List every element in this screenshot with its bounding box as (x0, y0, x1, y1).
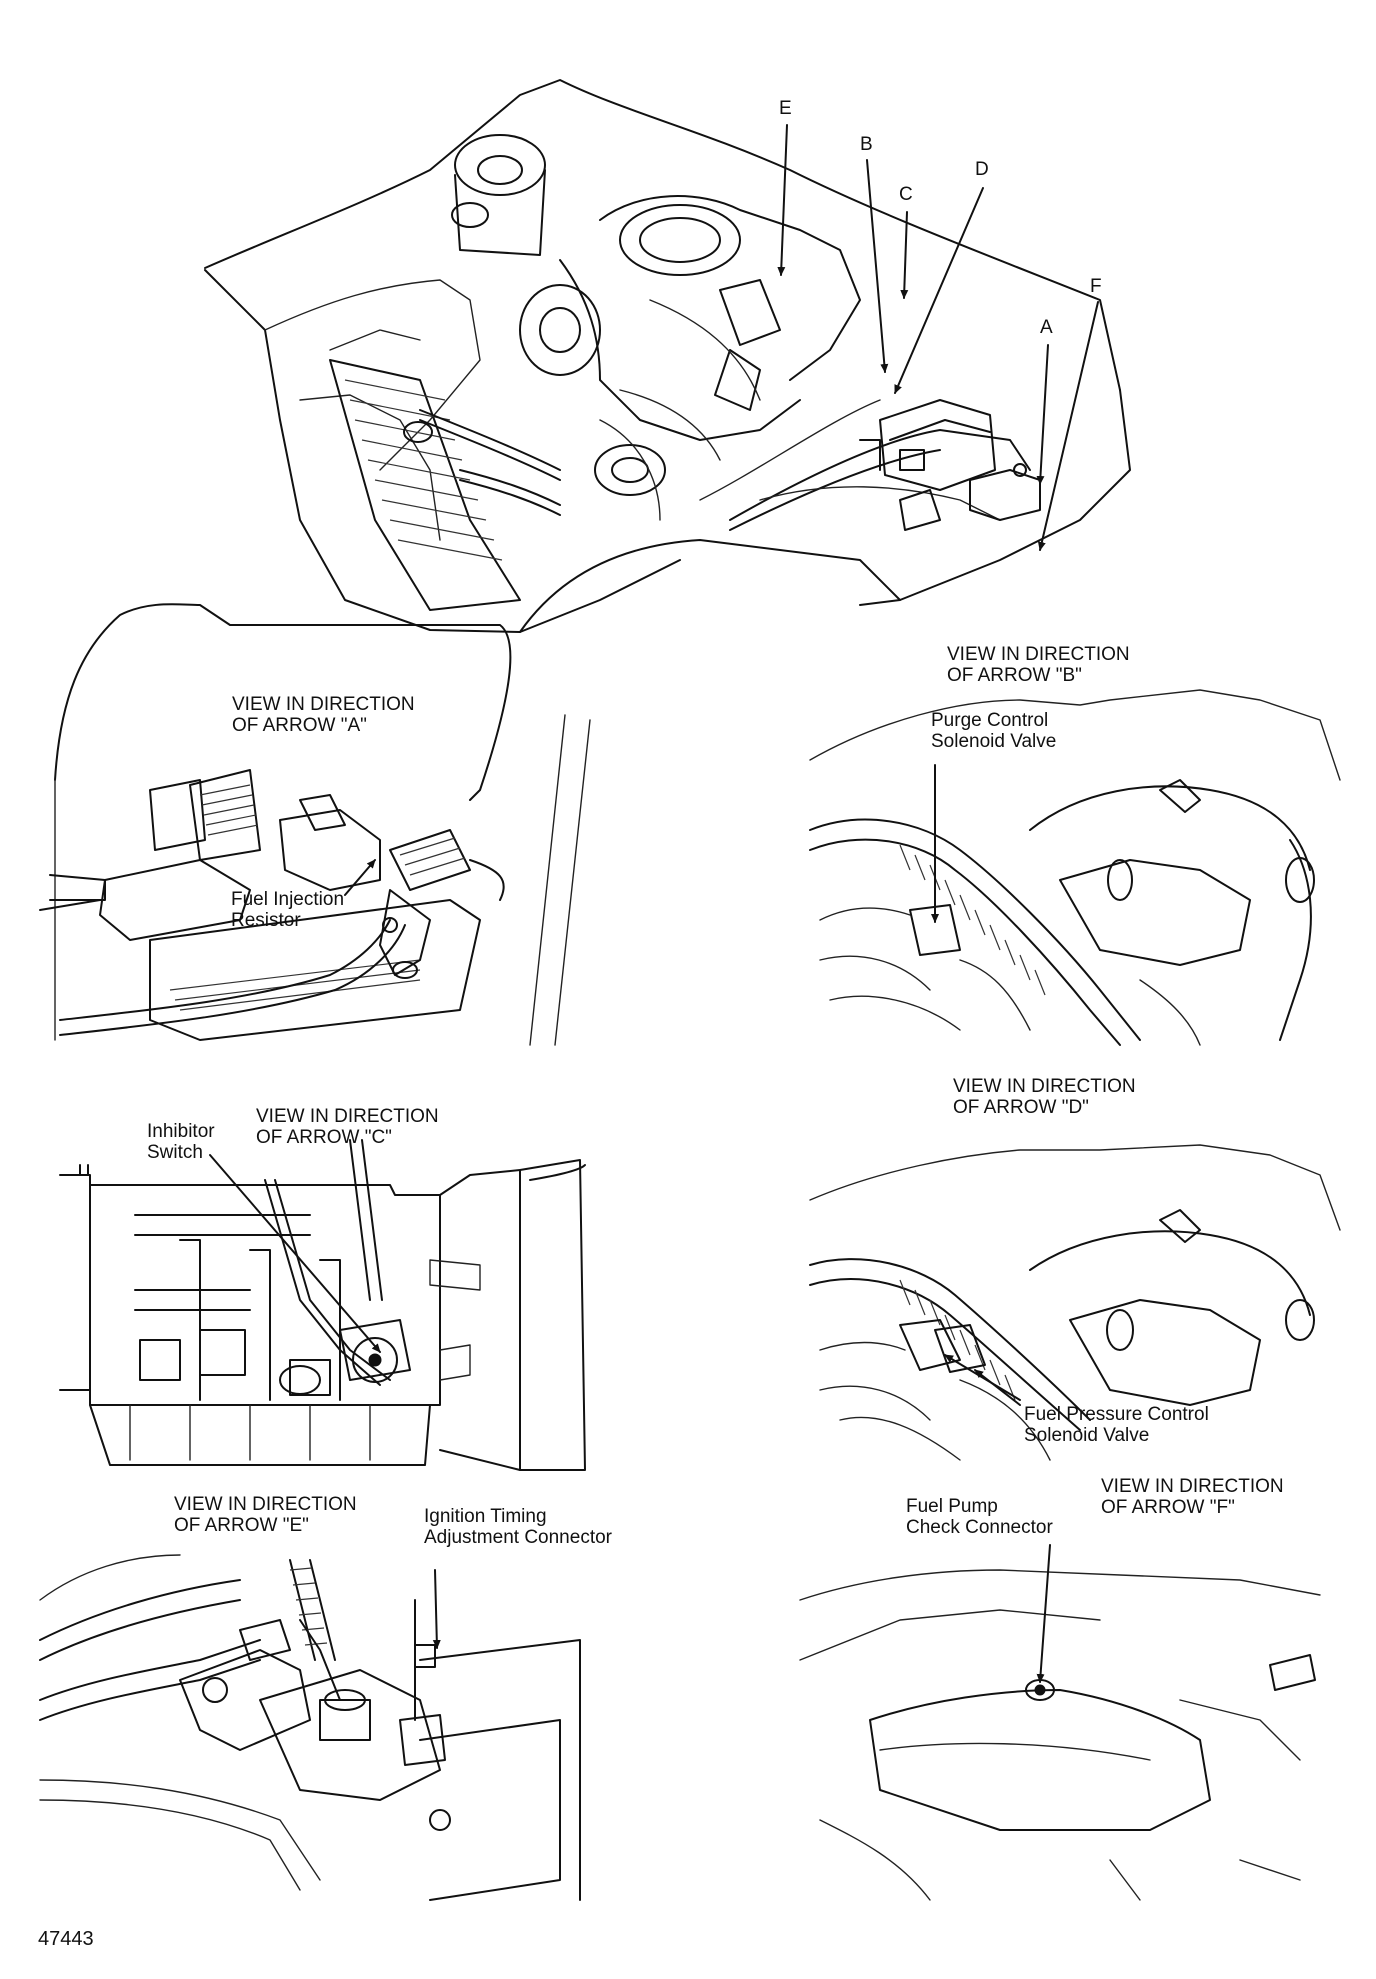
view-a-drawing (39, 603, 591, 1046)
view-f-title-line2: OF ARROW "F" (1101, 1497, 1235, 1518)
overview-arrows (777, 124, 1099, 551)
overview-letter-e: E (779, 98, 792, 119)
view-b-drawing (809, 689, 1341, 1046)
view-f-title-line1: VIEW IN DIRECTION (1101, 1476, 1284, 1497)
view-d-callout-line2: Solenoid Valve (1024, 1425, 1150, 1446)
overview-letter-c: C (899, 184, 913, 205)
view-e-callout-line1: Ignition Timing (424, 1506, 547, 1527)
view-e-drawing (39, 1554, 581, 1901)
view-d-callout-line1: Fuel Pressure Control (1024, 1404, 1209, 1425)
view-c-callout-arrow (209, 1154, 381, 1353)
overview-letter-d: D (975, 159, 989, 180)
view-d-callout-arrow-1 (944, 1354, 1021, 1401)
view-a-callout-arrow (344, 859, 376, 896)
view-c-title-line1: VIEW IN DIRECTION (256, 1106, 439, 1127)
view-d-title-line1: VIEW IN DIRECTION (953, 1076, 1136, 1097)
arrow-d (894, 187, 984, 394)
view-a-callout-line1: Fuel Injection (231, 889, 345, 910)
overview-letter-b: B (860, 134, 873, 155)
overview-letter-f: F (1090, 276, 1102, 297)
view-c-drawing (59, 1139, 586, 1471)
figure-number: 47443 (38, 1928, 94, 1950)
view-b-callout-line1: Purge Control (931, 710, 1049, 731)
view-d-drawing (809, 1144, 1341, 1461)
view-c-callout-line1: Inhibitor (147, 1121, 215, 1142)
view-f-callout-arrow (1036, 1544, 1051, 1683)
view-a-callout-line2: Resistor (231, 910, 301, 931)
arrow-b (866, 159, 889, 373)
arrow-e (777, 124, 788, 276)
view-a-title-line1: VIEW IN DIRECTION (232, 694, 415, 715)
view-e-title-line2: OF ARROW "E" (174, 1515, 309, 1536)
view-f-drawing (799, 1544, 1321, 1901)
view-b-title-line2: OF ARROW "B" (947, 665, 1082, 686)
view-a-title-line2: OF ARROW "A" (232, 715, 367, 736)
arrow-f (1037, 301, 1099, 551)
view-e-title-line1: VIEW IN DIRECTION (174, 1494, 357, 1515)
view-d-title-line2: OF ARROW "D" (953, 1097, 1089, 1118)
view-d-callout-arrow-2 (974, 1369, 1021, 1406)
view-c-title-line2: OF ARROW "C" (256, 1127, 392, 1148)
view-e-callout-arrow (432, 1569, 441, 1649)
view-b-title-line1: VIEW IN DIRECTION (947, 644, 1130, 665)
overview-letter-a: A (1040, 317, 1053, 338)
view-c-callout-line2: Switch (147, 1142, 203, 1163)
engine-compartment-overview (204, 79, 1131, 633)
view-e-callout-line2: Adjustment Connector (424, 1527, 612, 1548)
arrow-c (900, 211, 909, 299)
view-b-callout-line2: Solenoid Valve (931, 731, 1057, 752)
view-f-callout-line2: Check Connector (906, 1517, 1053, 1538)
arrow-a (1036, 344, 1049, 485)
view-f-callout-line1: Fuel Pump (906, 1496, 998, 1517)
